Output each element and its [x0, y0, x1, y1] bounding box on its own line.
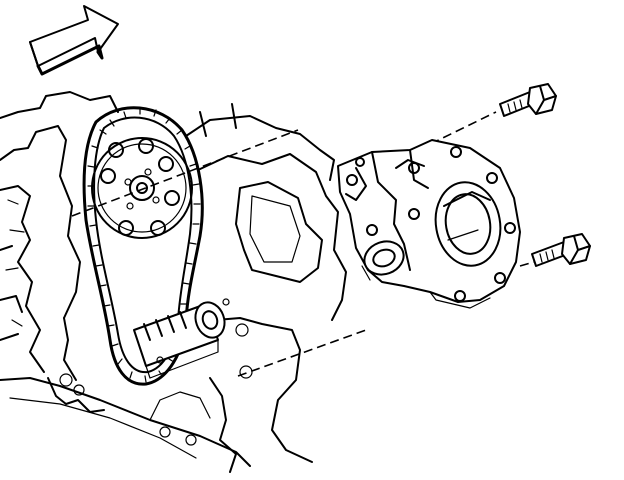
crankshaft-sprocket	[133, 298, 230, 379]
direction-arrow-icon	[29, 5, 119, 76]
oil-pump	[337, 139, 521, 309]
camshaft-sprocket	[91, 137, 193, 239]
oil-pump-bolt	[531, 233, 591, 267]
oil-pump-bolt	[499, 83, 557, 117]
engine-block	[0, 91, 347, 473]
